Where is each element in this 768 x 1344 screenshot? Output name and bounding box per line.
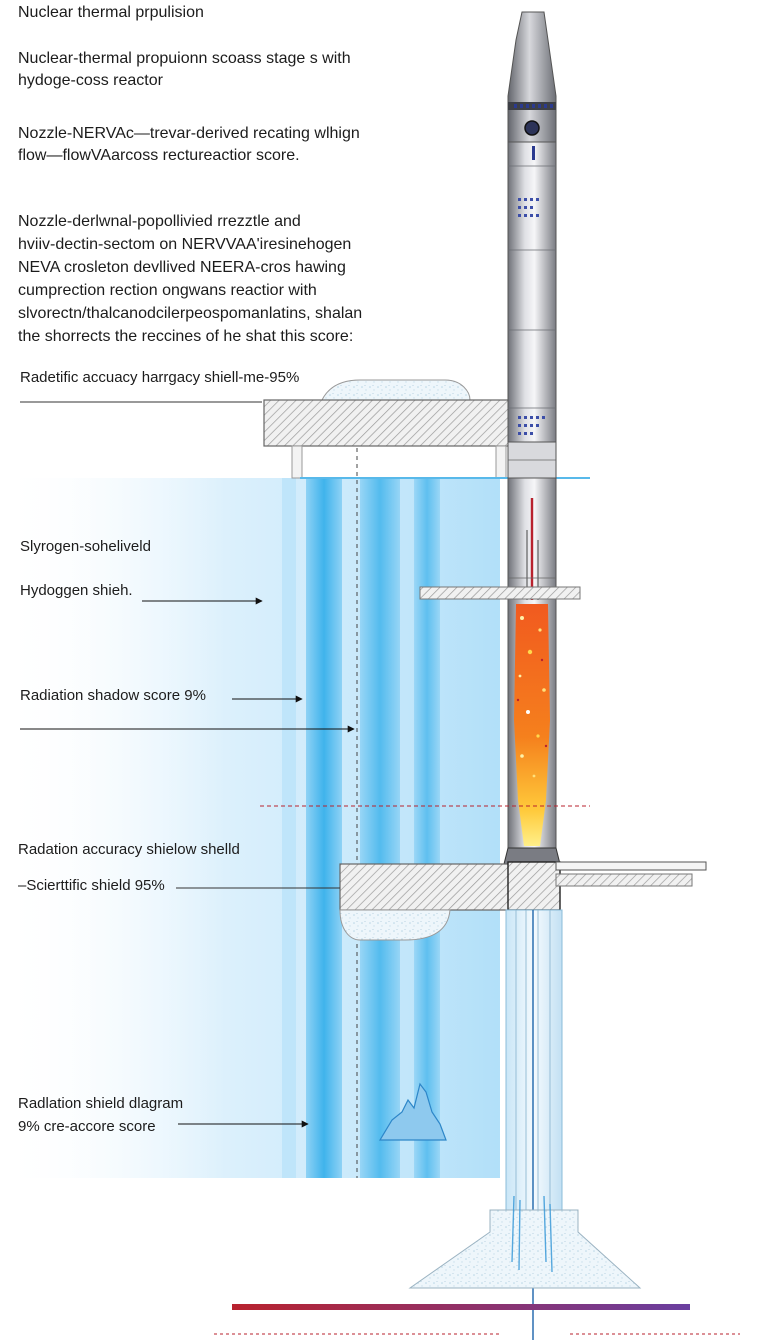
body-blue-markings-2 [518,416,545,435]
description-paragraph: Nozzle-derlwnal-popollivied rrezztle and… [18,213,363,346]
body-blue-stripe [532,146,535,160]
shadow-beam-1 [282,478,296,1178]
label-shield-diagram: Radlation shield dlagram 9% cre-accore s… [18,1095,184,1136]
lower-shield-dome [339,909,451,941]
label-scientific-shield: –Scierttific shield 95% [18,877,165,894]
lower-shield-arm [555,861,707,871]
base-pedestal [408,1209,642,1289]
flame-sparks [516,616,548,778]
lower-shield-plate [339,863,513,911]
label-hydrogen-shield: Hydoggen shieh. [20,582,133,599]
base-blue-streaks [511,1195,553,1273]
subtitle-nozzle-description: Nozzle-NERVAc—trevar-derived recating wl… [18,125,360,165]
nose-markings [514,104,553,108]
exhaust-pipe-lines [515,910,551,1210]
shadow-beam-3 [360,478,400,1178]
reactor-flame [514,604,550,846]
label-accuracy-shield: Radetific accuacy harrgacy shiell-me-95% [20,369,300,386]
rocket-upper-body [507,141,557,443]
upper-shield-dome [321,379,471,401]
body-seams [508,165,556,409]
subtitle-stage-description: Nuclear-thermal propuionn scoass stage s… [18,50,351,90]
label-radiation-shadow: Radiation shadow score 9% [20,687,206,704]
page-title: Nuclear thermal prpulision [18,4,204,21]
lower-shield-grid [507,861,561,911]
shadow-beam-4 [414,478,440,1178]
label-slyrogen: Slyrogen-soheliveld [20,538,151,555]
upper-shield-support-right [495,445,507,479]
shadow-beam-2 [306,478,342,1178]
upper-shield-support-left [291,445,303,479]
upper-shield-plate [263,399,513,447]
lower-shield-arm-2 [555,873,693,887]
radiation-peak-shape [378,1082,447,1141]
label-radiation-accuracy: Radation accuracy shielow shelld [18,841,240,858]
exhaust-pipe [505,909,563,1211]
base-ground-line [232,1304,690,1310]
rocket-porthole [524,120,540,136]
mid-bracket [419,586,581,600]
body-blue-markings-1 [518,198,539,217]
